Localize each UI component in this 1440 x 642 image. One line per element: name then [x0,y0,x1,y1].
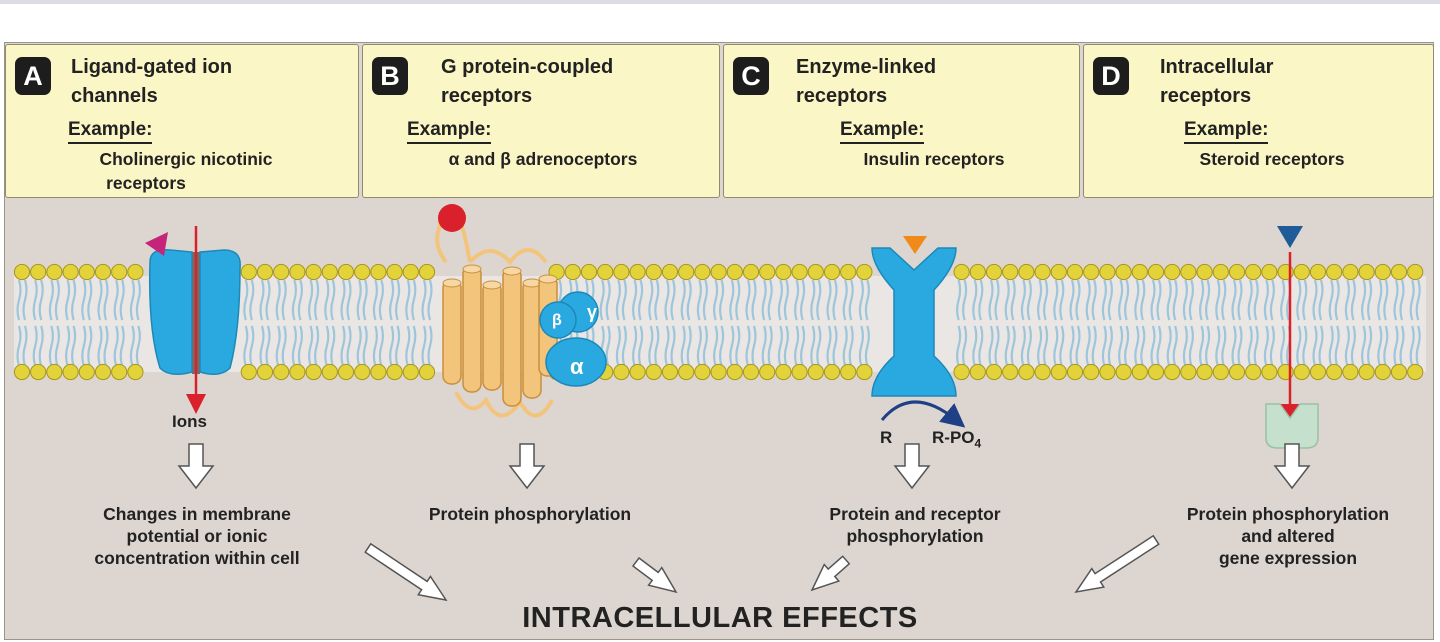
outcome-a: Changes in membrane potential or ionic c… [52,503,342,569]
title-b-line2: receptors [441,85,533,107]
phosphorylation-arrow [880,400,966,428]
outcome-b-line1: Protein phosphorylation [428,504,632,524]
top-divider [0,0,1440,4]
outcome-c-line2: phosphorylation [846,526,984,546]
g-protein-beta [539,301,577,339]
example-label-d: Example: [1184,119,1269,144]
r-po4-text: R-PO [932,428,975,447]
footer-title: INTRACELLULAR EFFECTS [522,602,918,634]
example-label-c: Example: [840,119,925,144]
badge-a: A [15,57,51,95]
outcome-d: Protein phosphorylation and altered gene… [1148,503,1428,569]
outcome-d-line1: Protein phosphorylation [1186,504,1390,524]
ligand-c-triangle [903,236,927,254]
ligand-b-circle [438,204,466,232]
lipid-tails [16,279,1421,367]
title-d: Intracellular receptors [1160,53,1273,111]
badge-b: B [372,57,408,95]
outcome-c-line1: Protein and receptor [829,504,1001,524]
title-a-line2: channels [71,85,158,107]
outcome-d-line2: and altered [1241,526,1335,546]
ligand-a-triangle [145,232,168,256]
title-b-line1: G protein-coupled [441,56,614,78]
title-a-line1: Ligand-gated ion [71,56,233,78]
example-label-a: Example: [68,119,153,144]
outcome-d-line3: gene expression [1218,548,1358,568]
example-value-a: Cholinergic nicotinic receptors [56,147,316,195]
outcome-b: Protein phosphorylation [380,503,680,525]
enzyme-receptor-c [871,236,966,428]
example-value-b: α and β adrenoceptors [413,147,673,171]
example-a-line1: Cholinergic nicotinic [99,149,273,169]
badge-d: D [1093,57,1129,95]
title-b: G protein-coupled receptors [441,53,613,111]
example-value-d: Steroid receptors [1142,147,1402,171]
r-label: R [880,428,893,447]
title-a: Ligand-gated ion channels [71,53,232,111]
r-po4-label: R-PO4 [932,428,981,450]
title-d-line2: receptors [1160,85,1252,107]
intracellular-receptor-d [1265,226,1319,449]
title-c: Enzyme-linked receptors [796,53,936,111]
ion-channel-a [145,226,241,414]
header-box-a: A Ligand-gated ion channels Example: Cho… [5,44,359,198]
g-protein-alpha [545,337,607,387]
outcome-a-line2: potential or ionic [126,526,268,546]
down-arrows [177,443,1311,490]
title-c-line2: receptors [796,85,888,107]
gpcr-b: γ β α [435,204,607,418]
diagonal-arrows [364,534,1160,602]
header-box-b: B G protein-coupled receptors Example: α… [362,44,720,198]
example-a-line2: receptors [106,173,186,193]
example-d-line1: Steroid receptors [1199,149,1345,169]
header-box-c: C Enzyme-linked receptors Example: Insul… [723,44,1080,198]
lipid-heads [13,263,1424,381]
badge-c: C [733,57,769,95]
gamma-label: γ [587,302,597,322]
example-b-line1: α and β adrenoceptors [448,149,638,169]
ligand-d-triangle [1277,226,1303,248]
intracellular-receptor-shape [1265,403,1319,449]
outcome-a-line1: Changes in membrane [103,504,291,524]
title-c-line1: Enzyme-linked [796,56,937,78]
example-label-b: Example: [407,119,492,144]
r-po4-subscript: 4 [974,436,982,451]
ions-label: Ions [172,412,207,431]
example-c-line1: Insulin receptors [863,149,1005,169]
beta-label: β [552,312,562,329]
outcome-a-line3: concentration within cell [94,548,300,568]
outcome-c: Protein and receptor phosphorylation [780,503,1050,547]
alpha-label: α [570,354,584,379]
title-d-line1: Intracellular [1160,56,1274,78]
example-value-c: Insulin receptors [804,147,1064,171]
header-box-d: D Intracellular receptors Example: Stero… [1083,44,1434,198]
